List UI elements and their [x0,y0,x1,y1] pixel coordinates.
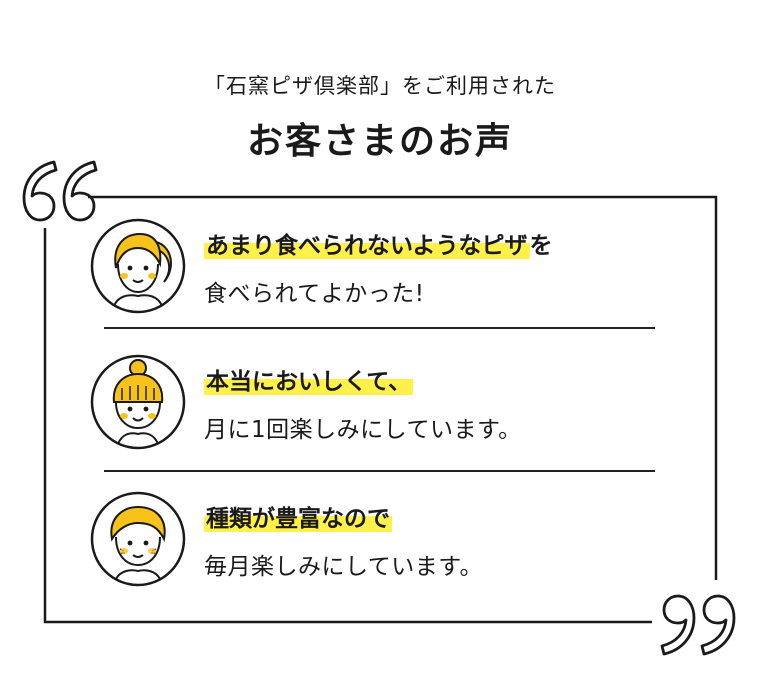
testimonial-second-line: 月に1回楽しみにしています。 [204,417,522,443]
testimonial-item-1: あまり食べられないようなピザを 食べられてよかった! [88,210,688,320]
testimonial-item-2: 本当においしくて、 月に1回楽しみにしています。 [88,346,688,456]
testimonial-item-3: 種類が豊富なので 毎月楽しみにしています。 [88,483,688,593]
highlight-text: 種類が豊富なので [204,506,392,532]
divider [104,327,655,329]
close-quote-icon [660,594,736,656]
testimonial-highlight-line: 種類が豊富なので [204,499,392,533]
testimonial-second-line: 食べられてよかった! [204,281,425,307]
highlight-text: 本当においしくて、 [204,369,414,395]
highlight-text: あまり食べられないようなピザ [204,233,530,259]
girl-bun-avatar [90,354,186,450]
woman-ponytail-avatar [90,218,186,314]
testimonial-highlight-line: あまり食べられないようなピザを [204,226,553,260]
page-subtitle: 「石窯ピザ倶楽部」をご利用された [204,74,556,98]
testimonial-highlight-line: 本当においしくて、 [204,362,414,396]
testimonial-second-line: 毎月楽しみにしています。 [204,554,484,580]
divider [104,470,655,472]
highlight-suffix: を [529,233,553,259]
open-quote-icon [22,160,98,222]
boy-avatar [90,491,186,587]
page-title: お客さまのお声 [246,120,513,162]
